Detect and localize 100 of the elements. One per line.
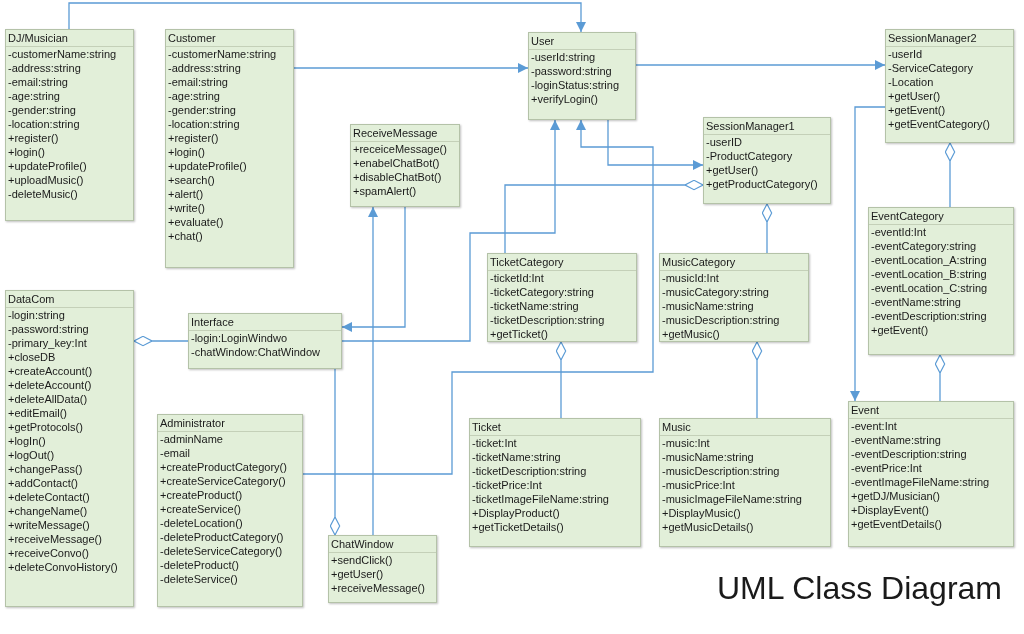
- class-member: +getEvent(): [888, 104, 946, 116]
- class-member: +createProduct(): [160, 489, 243, 501]
- class-member: -location:string: [8, 118, 80, 130]
- class-name: SessionManager1: [706, 120, 795, 132]
- class-member: -address:string: [8, 62, 81, 74]
- class-member: +spamAlert(): [353, 185, 417, 197]
- class-member: +getTicket(): [490, 328, 548, 340]
- class-box: [528, 32, 636, 120]
- class-member: -gender:string: [8, 104, 76, 116]
- class-member: -deleteService(): [160, 573, 238, 585]
- class-member: +createProductCategory(): [160, 461, 287, 473]
- class-name: Ticket: [472, 421, 501, 433]
- class-member: -login:LoginWindwo: [191, 332, 287, 344]
- class-member: +receiveMessage(): [331, 582, 425, 594]
- class-member: -musicImageFileName:string: [662, 493, 802, 505]
- class-member: -Location: [888, 76, 934, 88]
- class-member: +register(): [8, 132, 59, 144]
- class-name: DataCom: [8, 293, 55, 305]
- class-member: +getUser(): [331, 568, 384, 580]
- class-name: EventCategory: [871, 210, 944, 222]
- class-member: -password:string: [8, 323, 89, 335]
- class-member: -customerName:string: [8, 48, 117, 60]
- class-member: +evaluate(): [168, 216, 224, 228]
- class-member: +addContact(): [8, 477, 78, 489]
- class-member: +verifyLogin(): [531, 93, 598, 105]
- class-member: +getUser(): [888, 90, 941, 102]
- class-member: -musicDescription:string: [662, 314, 780, 326]
- connector-arrow: [341, 119, 560, 342]
- class-member: -gender:string: [168, 104, 236, 116]
- class-member: -ServiceCategory: [888, 62, 973, 74]
- class-member: +sendClick(): [331, 554, 393, 566]
- class-member: +getEvent(): [871, 324, 929, 336]
- class-member: -ProductCategory: [706, 150, 793, 162]
- class-member: +DisplayEvent(): [851, 504, 929, 516]
- class-member: +createAccount(): [8, 365, 93, 377]
- class-member: +receiveMessage(): [8, 533, 102, 545]
- class-member: -chatWindow:ChatWindow: [191, 346, 320, 358]
- class-member: +DisplayMusic(): [662, 507, 741, 519]
- class-name: DJ/Musician: [8, 32, 68, 44]
- class-member: -ticketName:string: [472, 451, 561, 463]
- class-member: +logIn(): [8, 435, 46, 447]
- class-member: +deleteAccount(): [8, 379, 92, 391]
- class-member: -deleteProduct(): [160, 559, 239, 571]
- class-box: [868, 207, 1014, 355]
- class-member: +writeMessage(): [8, 519, 90, 531]
- class-member: +getProtocols(): [8, 421, 83, 433]
- class-member: +alert(): [168, 188, 204, 200]
- class-member: +getMusic(): [662, 328, 720, 340]
- class-box: [487, 253, 637, 342]
- class-member: +deleteAllData(): [8, 393, 88, 405]
- class-member: -location:string: [168, 118, 240, 130]
- class-member: +closeDB: [8, 351, 56, 363]
- class-member: +receiveConvo(): [8, 547, 89, 559]
- class-member: -address:string: [168, 62, 241, 74]
- class-member: +disableChatBot(): [353, 171, 442, 183]
- class-member: +DisplayProduct(): [472, 507, 560, 519]
- connector-arrow: [68, 2, 586, 33]
- class-member: -userId: [888, 48, 923, 60]
- class-member: -adminName: [160, 433, 223, 445]
- class-name: Customer: [168, 32, 216, 44]
- class-member: +write(): [168, 202, 205, 214]
- class-box: [188, 313, 342, 369]
- connector-arrow: [850, 106, 886, 402]
- class-member: +changePass(): [8, 463, 83, 475]
- class-box: [703, 117, 831, 204]
- class-member: +getTicketDetails(): [472, 521, 564, 533]
- class-name: ReceiveMessage: [353, 127, 438, 139]
- class-name: SessionManager2: [888, 32, 977, 44]
- class-member: -userId:string: [531, 51, 596, 63]
- class-member: -deleteProductCategory(): [160, 531, 284, 543]
- class-member: -primary_key:Int: [8, 337, 87, 349]
- class-member: -musicId:Int: [662, 272, 719, 284]
- class-name: ChatWindow: [331, 538, 394, 550]
- class-member: -eventDescription:string: [871, 310, 987, 322]
- connector-arrow: [368, 206, 378, 536]
- connector-arrow: [293, 63, 529, 73]
- connector-arrow: [341, 206, 406, 332]
- class-box: [848, 401, 1014, 547]
- class-member: -ticket:Int: [472, 437, 517, 449]
- class-member: -userID: [706, 136, 743, 148]
- class-member: -eventDescription:string: [851, 448, 967, 460]
- class-member: +updateProfile(): [8, 160, 87, 172]
- class-member: -eventId:Int: [871, 226, 927, 238]
- class-member: +deleteConvoHistory(): [8, 561, 118, 573]
- class-box: [5, 29, 134, 221]
- class-member: -age:string: [168, 90, 220, 102]
- class-member: -musicDescription:string: [662, 465, 780, 477]
- class-member: -eventName:string: [851, 434, 941, 446]
- class-member: +uploadMusic(): [8, 174, 84, 186]
- class-member: +receiceMessage(): [353, 143, 447, 155]
- class-member: -ticketImageFileName:string: [472, 493, 609, 505]
- class-member: -eventLocation_B:string: [871, 268, 987, 280]
- diagram-title: UML Class Diagram: [716, 569, 1002, 608]
- class-name: Interface: [191, 316, 234, 328]
- connector-arrow: [635, 60, 886, 70]
- class-member: +chat(): [168, 230, 203, 242]
- class-member: +getEventDetails(): [851, 518, 942, 530]
- class-box: [350, 124, 460, 207]
- class-name: MusicCategory: [662, 256, 736, 268]
- class-member: +enabelChatBot(): [353, 157, 440, 169]
